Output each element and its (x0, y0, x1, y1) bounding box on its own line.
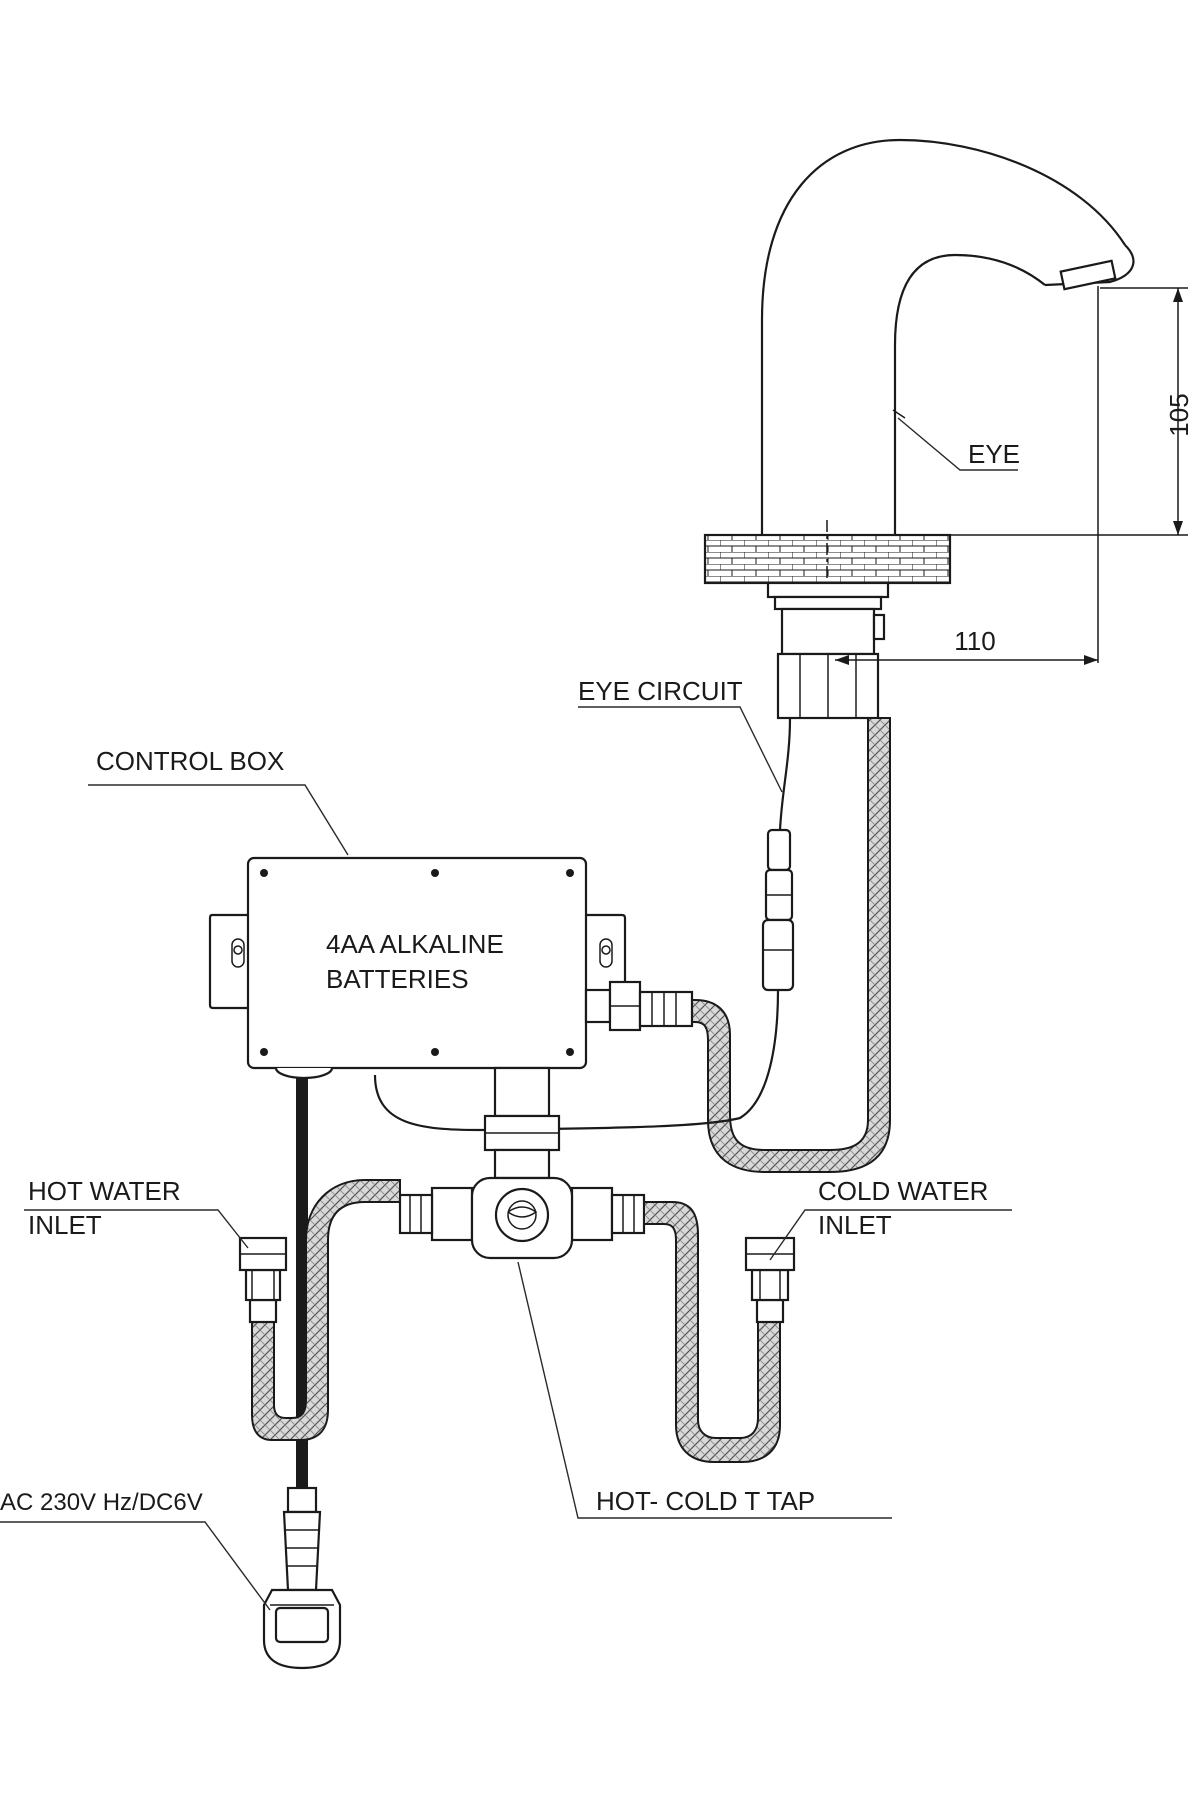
eye-circuit-cable (373, 717, 795, 1132)
hot-water-inlet-label-line1: HOT WATER (28, 1176, 181, 1206)
dimension-reach: 110 (835, 286, 1099, 665)
dimension-reach-label: 110 (954, 626, 995, 656)
eye-circuit-callout: EYE CIRCUIT (578, 676, 783, 793)
control-box-outlet-fitting (584, 980, 694, 1032)
spout-supply-hose (689, 717, 891, 1173)
hot-water-hose (238, 1179, 401, 1441)
power-callout: AC 230V Hz/DC6V (0, 1489, 271, 1611)
t-tap-callout: HOT- COLD T TAP (517, 1261, 892, 1519)
cold-water-hose (643, 1201, 796, 1463)
dimension-height-label: 105 (1164, 393, 1194, 436)
power-label: AC 230V Hz/DC6V (0, 1489, 203, 1516)
box-valve-body (483, 1066, 561, 1180)
control-box: 4AA ALKALINE BATTERIES (208, 856, 627, 1070)
t-tap-label: HOT- COLD T TAP (596, 1486, 815, 1516)
cold-water-inlet-label-line2: INLET (818, 1210, 892, 1240)
control-box-callout: CONTROL BOX (88, 746, 349, 856)
eye-circuit-label: EYE CIRCUIT (578, 676, 743, 706)
batteries-label-line2: BATTERIES (326, 964, 469, 994)
control-box-label: CONTROL BOX (96, 746, 284, 776)
eye-callout: EYE (897, 417, 1020, 471)
dimension-height: 105 (950, 287, 1194, 536)
power-plug-icon (262, 1486, 342, 1670)
faucet-spout (760, 138, 1135, 535)
mounting-shank (766, 581, 890, 720)
hot-cold-t-tap (398, 1176, 646, 1260)
cold-water-inlet-label-line1: COLD WATER (818, 1176, 988, 1206)
cold-water-inlet-callout: COLD WATER INLET (769, 1176, 1012, 1261)
hot-water-inlet-callout: HOT WATER INLET (24, 1176, 249, 1249)
hot-water-inlet-label-line2: INLET (28, 1210, 102, 1240)
eye-label: EYE (968, 439, 1020, 469)
batteries-label-line1: 4AA ALKALINE (326, 929, 504, 959)
eye-sensor (892, 409, 906, 419)
